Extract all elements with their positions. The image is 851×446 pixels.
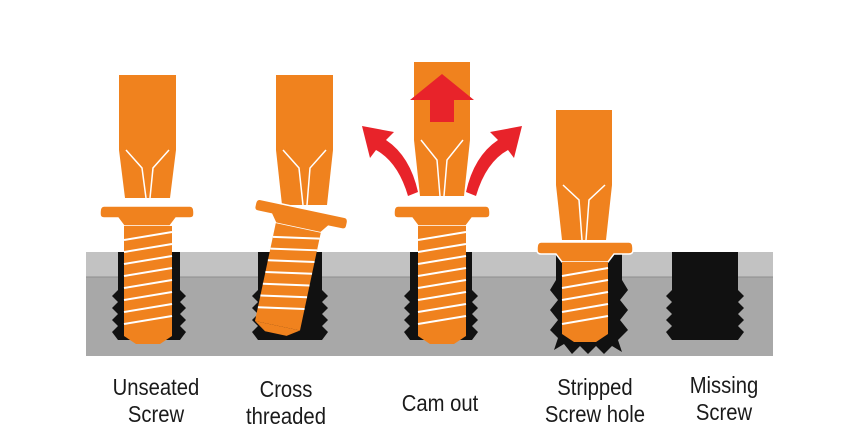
screwdriver-blade	[556, 110, 612, 240]
right-arrow-icon	[466, 126, 522, 196]
up-arrow-icon	[410, 74, 474, 122]
unseated-screw	[99, 75, 195, 344]
screw-head	[393, 205, 491, 227]
hole-missing	[666, 252, 744, 340]
label-cam-out: Cam out	[387, 390, 493, 417]
label-unseated-screw: Unseated Screw	[103, 374, 209, 428]
label-line: Screw hole	[544, 401, 646, 427]
stripped-screw	[536, 110, 634, 342]
screwdriver-blade	[119, 75, 176, 198]
label-line: Cross	[259, 376, 313, 402]
screw-head	[99, 205, 195, 227]
label-line: Missing	[689, 372, 759, 398]
left-arrow-icon	[362, 126, 418, 196]
cross-threaded-screw	[253, 75, 349, 336]
label-line: threaded	[246, 403, 326, 429]
label-line: Screw	[127, 401, 185, 427]
label-line: Cam out	[401, 390, 479, 416]
label-missing-screw: Missing Screw	[671, 372, 777, 426]
label-cross-threaded: Cross threaded	[233, 376, 339, 430]
screwdriver-blade	[276, 75, 333, 205]
label-line: Unseated	[112, 374, 200, 400]
label-line: Screw	[695, 399, 753, 425]
label-line: Stripped	[557, 374, 633, 400]
label-stripped-screw-hole: Stripped Screw hole	[529, 374, 661, 428]
